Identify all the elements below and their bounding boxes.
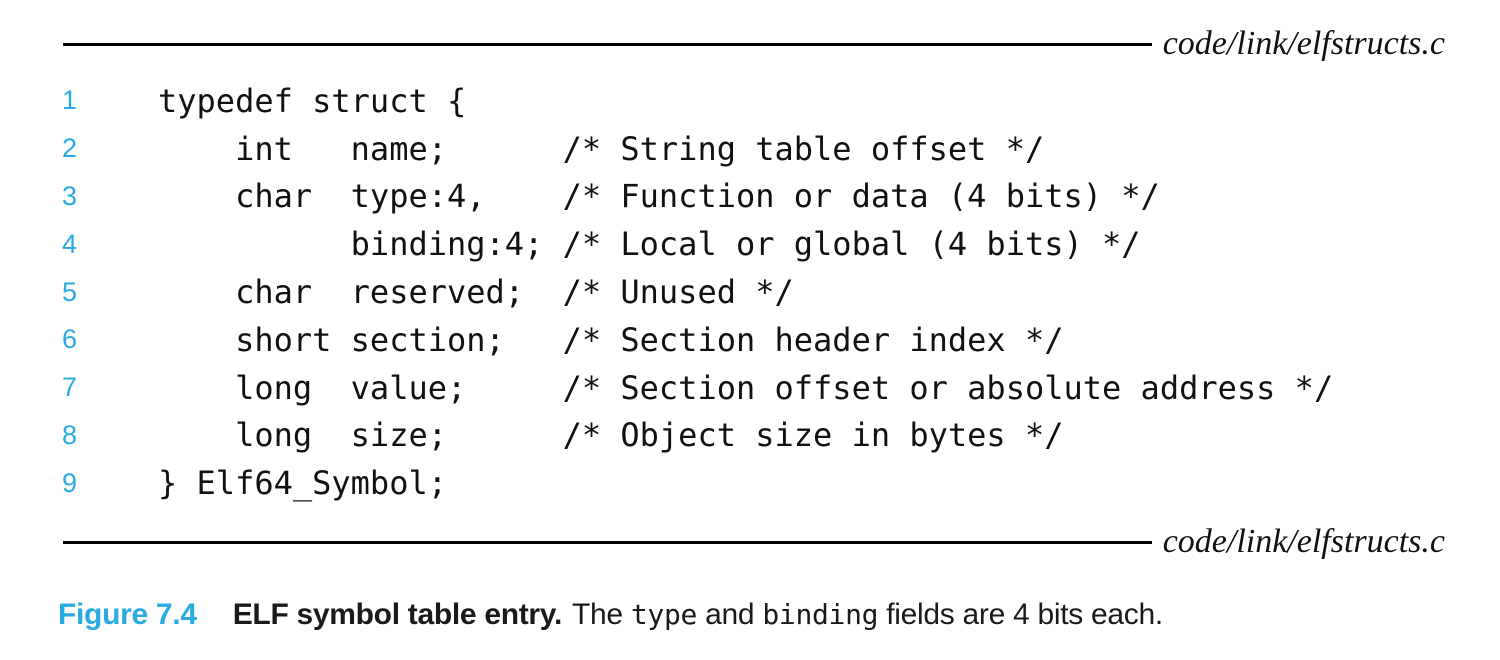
code-line: 9 } Elf64_Symbol; xyxy=(0,459,1500,507)
line-number: 2 xyxy=(62,133,78,164)
code-text: short section; /* Section header index *… xyxy=(158,320,1064,359)
code-line: 2 int name; /* String table offset */ xyxy=(0,125,1500,173)
bottom-rule-line xyxy=(63,540,1152,544)
code-text: typedef struct { xyxy=(158,81,467,120)
caption-text-segment: The xyxy=(572,598,631,631)
code-line: 3 char type:4, /* Function or data (4 bi… xyxy=(0,173,1500,221)
code-text: } Elf64_Symbol; xyxy=(158,464,447,503)
code-text: int name; /* String table offset */ xyxy=(158,129,1045,168)
figure-caption: Figure 7.4 ELF symbol table entry. The typ… xyxy=(58,598,1163,632)
code-line: 7 long value; /* Section offset or absol… xyxy=(0,364,1500,412)
figure-title: ELF symbol table entry. xyxy=(232,598,563,631)
line-number: 8 xyxy=(62,419,78,450)
top-rule-line xyxy=(63,42,1152,46)
source-file-label-top: code/link/elfstructs.c xyxy=(1162,25,1445,62)
line-number: 1 xyxy=(62,85,78,116)
source-file-label-bottom: code/link/elfstructs.c xyxy=(1162,523,1445,560)
caption-code-segment: type xyxy=(630,598,698,631)
figure-caption-body: The type and binding fields are 4 bits e… xyxy=(572,598,1163,631)
line-number: 6 xyxy=(62,324,78,355)
caption-code-segment: binding xyxy=(762,598,879,631)
code-line: 6 short section; /* Section header index… xyxy=(0,316,1500,364)
source-header: code/link/elfstructs.c xyxy=(63,24,1445,64)
caption-text-segment: and xyxy=(697,598,763,631)
code-line: 8 long size; /* Object size in bytes */ xyxy=(0,412,1500,460)
code-text: long size; /* Object size in bytes */ xyxy=(158,416,1064,455)
code-line: 4 binding:4; /* Local or global (4 bits)… xyxy=(0,220,1500,268)
code-text: char type:4, /* Function or data (4 bits… xyxy=(158,177,1160,216)
figure-number-label: Figure 7.4 xyxy=(58,598,197,631)
source-footer: code/link/elfstructs.c xyxy=(63,522,1445,562)
code-line: 1 typedef struct { xyxy=(0,77,1500,125)
line-number: 5 xyxy=(62,276,78,307)
line-number: 3 xyxy=(62,180,78,211)
code-listing: 1 typedef struct { 2 int name; /* String… xyxy=(0,77,1500,507)
code-line: 5 char reserved; /* Unused */ xyxy=(0,268,1500,316)
line-number: 9 xyxy=(62,467,78,498)
code-text: binding:4; /* Local or global (4 bits) *… xyxy=(158,225,1141,264)
code-text: long value; /* Section offset or absolut… xyxy=(158,368,1334,407)
line-number: 4 xyxy=(62,228,78,259)
caption-text-segment: fields are 4 bits each. xyxy=(878,598,1163,631)
code-text: char reserved; /* Unused */ xyxy=(158,273,794,312)
line-number: 7 xyxy=(62,372,78,403)
